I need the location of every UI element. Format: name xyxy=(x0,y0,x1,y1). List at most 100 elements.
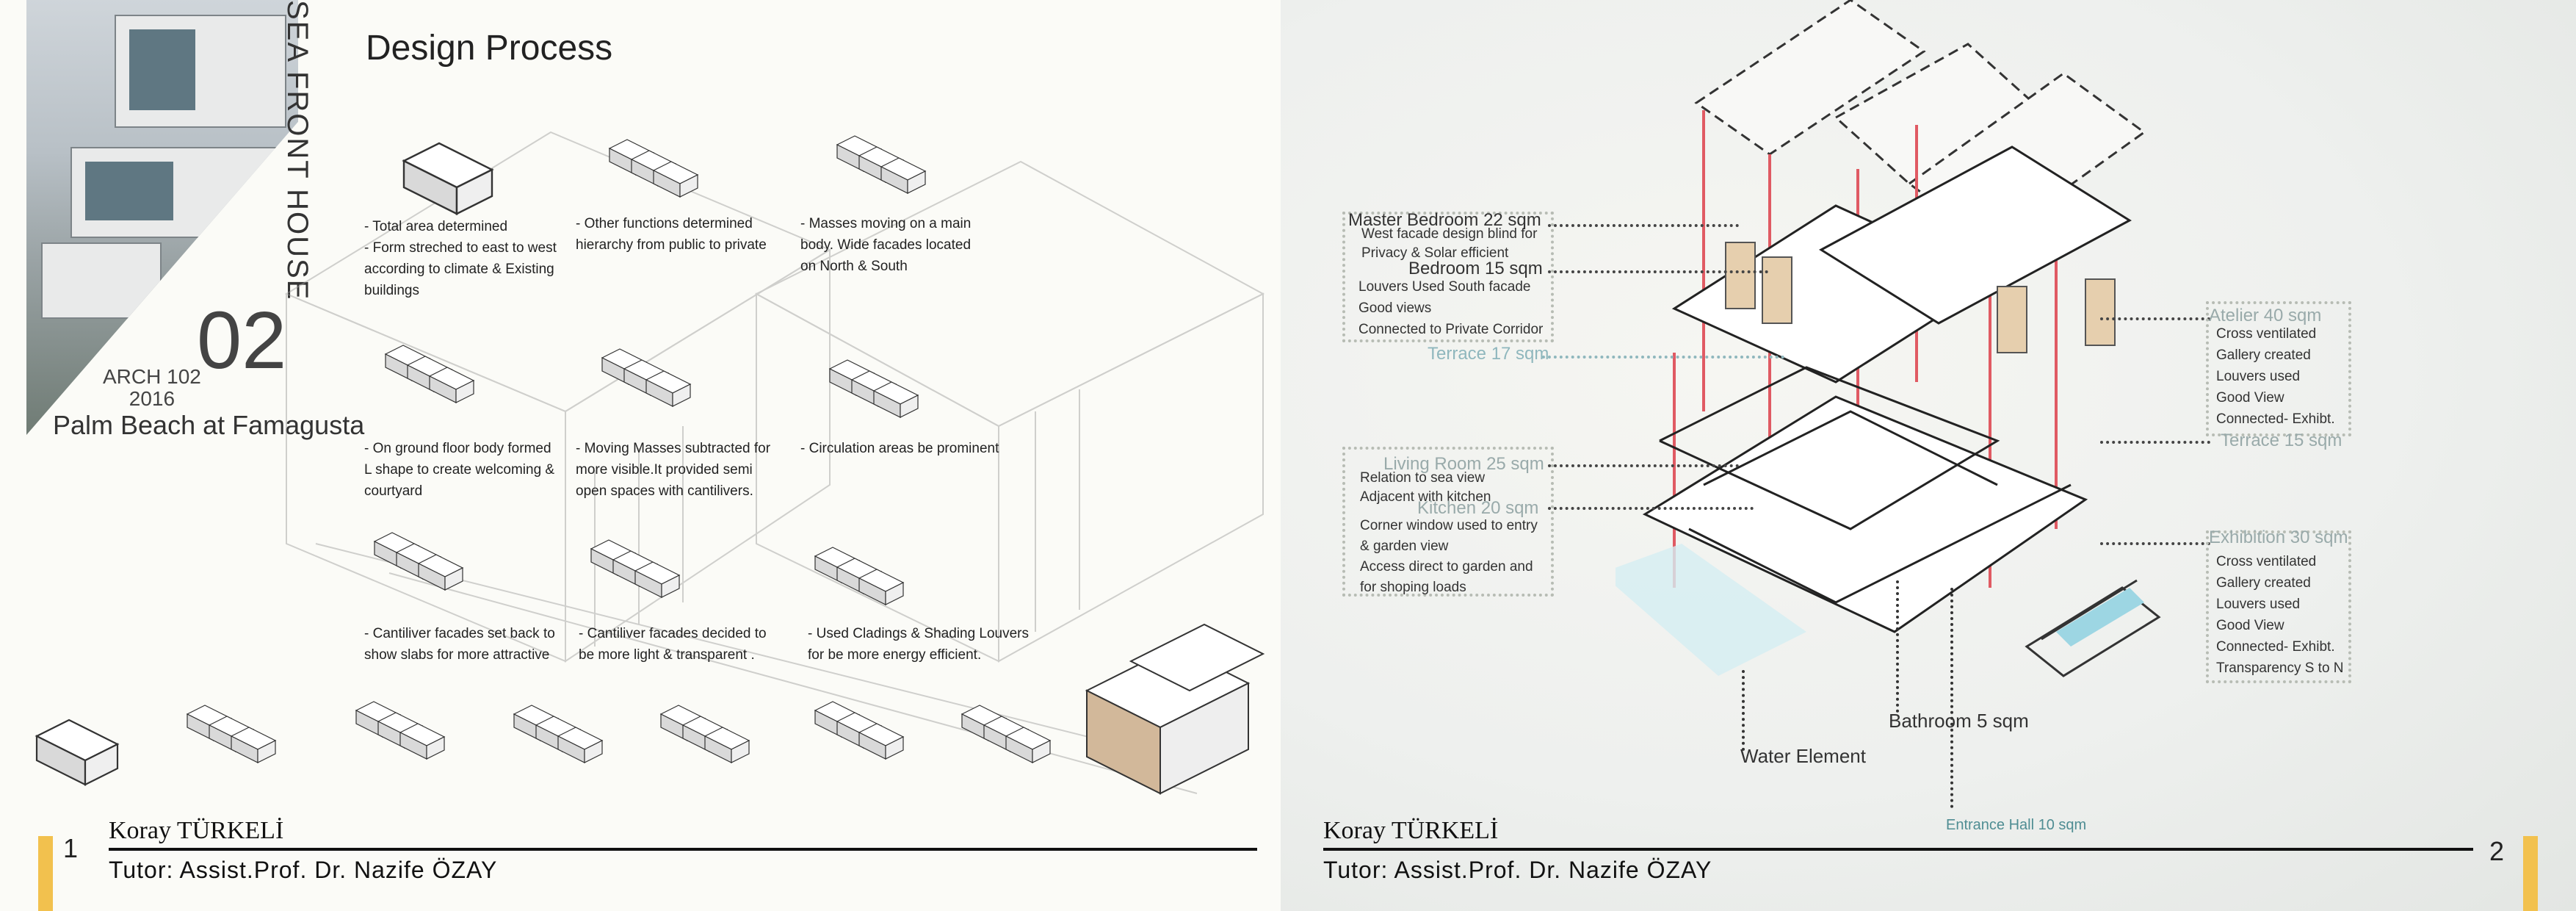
master-bedroom-notes: West facade design blind for Privacy & S… xyxy=(1361,225,1537,263)
exploded-axonometric-drawing xyxy=(1616,0,2161,677)
step-9-line: for be more energy efficient. xyxy=(808,647,982,663)
entrance-leader xyxy=(1950,588,1953,808)
step-1-line: according to climate & Existing xyxy=(364,262,554,277)
bedroom-notes: Louvers Used South facade Good views Con… xyxy=(1358,276,1543,340)
entrance-hall-label: Entrance Hall 10 sqm xyxy=(1946,817,2087,833)
note-line: & garden view xyxy=(1360,539,1449,554)
note-line: Access direct to garden and xyxy=(1360,559,1533,575)
page-accent-bar-right xyxy=(2523,836,2538,911)
kitchen-label: Kitchen 20 sqm xyxy=(1417,498,1539,518)
note-line: Cross ventilated xyxy=(2216,326,2317,342)
exhibition-label: Exhibition 30 sqm xyxy=(2209,527,2348,547)
step-4-line: - On ground floor body formed xyxy=(364,441,551,456)
water-element-label: Water Element xyxy=(1740,745,1866,767)
step-8-line: be more light & transparent . xyxy=(579,647,755,663)
step-4-line: L shape to create welcoming & xyxy=(364,462,555,478)
master-bedroom-label: Master Bedroom 22 sqm xyxy=(1348,210,1541,230)
page-number-right: 2 xyxy=(2489,836,2505,866)
note-line: Connected- Exhibt. xyxy=(2216,411,2335,427)
step-5-line: open spaces with cantilivers. xyxy=(576,483,753,499)
note-line: West facade design blind for xyxy=(1361,226,1538,242)
step-1-line: - Form streched to east to west xyxy=(364,240,557,256)
note-line: Good views xyxy=(1358,300,1432,316)
exhibition-label-box xyxy=(2206,530,2351,683)
note-line: Gallery created xyxy=(2216,348,2311,363)
note-line: Gallery created xyxy=(2216,575,2311,591)
connector-terrace17 xyxy=(1542,356,1784,359)
water-leader xyxy=(1742,670,1745,751)
step-3-line: on North & South xyxy=(800,259,908,274)
living-label-box xyxy=(1342,447,1554,597)
course-code: ARCH 102 xyxy=(103,365,201,388)
step-5: - Moving Masses subtracted for more visi… xyxy=(576,438,770,502)
footer-divider xyxy=(109,848,1257,851)
background-building-drawing xyxy=(284,131,1265,794)
connector-master xyxy=(1548,224,1739,227)
step-9: - Used Cladings & Shading Louvers for be… xyxy=(808,623,1029,666)
connector-atelier xyxy=(2100,317,2210,320)
bathroom-label: Bathroom 5 sqm xyxy=(1889,710,2029,732)
atelier-label-box xyxy=(2206,301,2351,436)
note-line: Good View xyxy=(2216,618,2284,633)
bathroom-leader xyxy=(1896,580,1899,713)
step-8: - Cantiliver facades decided to be more … xyxy=(579,623,767,666)
step-6-line: - Circulation areas be prominent xyxy=(800,441,999,456)
connector-exhibition xyxy=(2100,542,2210,545)
step-4: - On ground floor body formed L shape to… xyxy=(364,438,554,502)
course-info: ARCH 102 2016 xyxy=(103,366,201,410)
exhibition-notes: Cross ventilated Gallery created Louvers… xyxy=(2216,551,2344,679)
note-line: Adjacent with kitchen xyxy=(1360,489,1491,505)
step-4-line: courtyard xyxy=(364,483,423,499)
step-1: - Total area determined - Form streched … xyxy=(364,216,557,301)
author-name-right: Koray TÜRKELİ xyxy=(1323,817,1499,844)
atelier-notes: Cross ventilated Gallery created Louvers… xyxy=(2216,323,2335,430)
vertical-title: SEA FRONT HOUSE xyxy=(281,0,314,301)
tutor-line: Tutor: Assist.Prof. Dr. Nazife ÖZAY xyxy=(109,857,498,883)
living-room-label: Living Room 25 sqm xyxy=(1383,454,1544,474)
note-line: Connected- Exhibt. xyxy=(2216,639,2335,655)
step-2: - Other functions determined hierarchy f… xyxy=(576,213,767,256)
step-2-line: - Other functions determined xyxy=(576,216,753,231)
kitchen-notes: Corner window used to entry & garden vie… xyxy=(1360,516,1538,598)
note-line: Louvers used xyxy=(2216,369,2301,384)
note-line: Transparency S to N xyxy=(2216,660,2344,676)
note-line: for shoping loads xyxy=(1360,580,1466,595)
sheet-number: 02 xyxy=(197,295,287,386)
terrace17-label: Terrace 17 sqm xyxy=(1428,344,1549,364)
step-6: - Circulation areas be prominent xyxy=(800,438,999,459)
connector-terrace15 xyxy=(2100,441,2210,444)
step-7-line: - Cantiliver facades set back to xyxy=(364,626,555,641)
page-number: 1 xyxy=(63,833,79,863)
massing-diagrams xyxy=(35,0,1265,795)
step-1-line: buildings xyxy=(364,283,419,298)
note-line: Louvers Used South facade xyxy=(1358,279,1531,295)
tutor-line-right: Tutor: Assist.Prof. Dr. Nazife ÖZAY xyxy=(1323,857,1712,883)
step-3-line: body. Wide facades located xyxy=(800,237,972,253)
page-heading: Design Process xyxy=(366,29,613,68)
project-location: Palm Beach at Famagusta xyxy=(53,410,365,440)
note-line: Corner window used to entry xyxy=(1360,518,1538,533)
step-5-line: more visible.It provided semi xyxy=(576,462,753,478)
note-line: Cross ventilated xyxy=(2216,554,2317,569)
living-room-notes: Relation to sea view Adjacent with kitch… xyxy=(1360,469,1491,507)
bedrooms-label-box xyxy=(1342,212,1554,342)
step-2-line: hierarchy from public to private xyxy=(576,237,767,253)
course-year: 2016 xyxy=(129,387,176,410)
step-7: - Cantiliver facades set back to show sl… xyxy=(364,623,555,666)
connector-bedroom xyxy=(1548,270,1768,273)
step-8-line: - Cantiliver facades decided to xyxy=(579,626,767,641)
step-7-line: show slabs for more attractive xyxy=(364,647,550,663)
note-line: Privacy & Solar efficient xyxy=(1361,245,1509,261)
connector-living xyxy=(1548,464,1739,467)
step-3-line: - Masses moving on a main xyxy=(800,216,972,231)
bedroom-label: Bedroom 15 sqm xyxy=(1408,259,1543,278)
note-line: Good View xyxy=(2216,390,2284,406)
note-line: Connected to Private Corridor xyxy=(1358,322,1544,337)
page-accent-bar xyxy=(38,836,53,911)
step-3: - Masses moving on a main body. Wide fac… xyxy=(800,213,971,277)
step-9-line: - Used Cladings & Shading Louvers xyxy=(808,626,1030,641)
note-line: Relation to sea view xyxy=(1360,470,1486,486)
terrace15-label: Terrace 15 sqm xyxy=(2221,431,2342,450)
connector-kitchen xyxy=(1548,507,1754,510)
note-line: Louvers used xyxy=(2216,597,2301,612)
